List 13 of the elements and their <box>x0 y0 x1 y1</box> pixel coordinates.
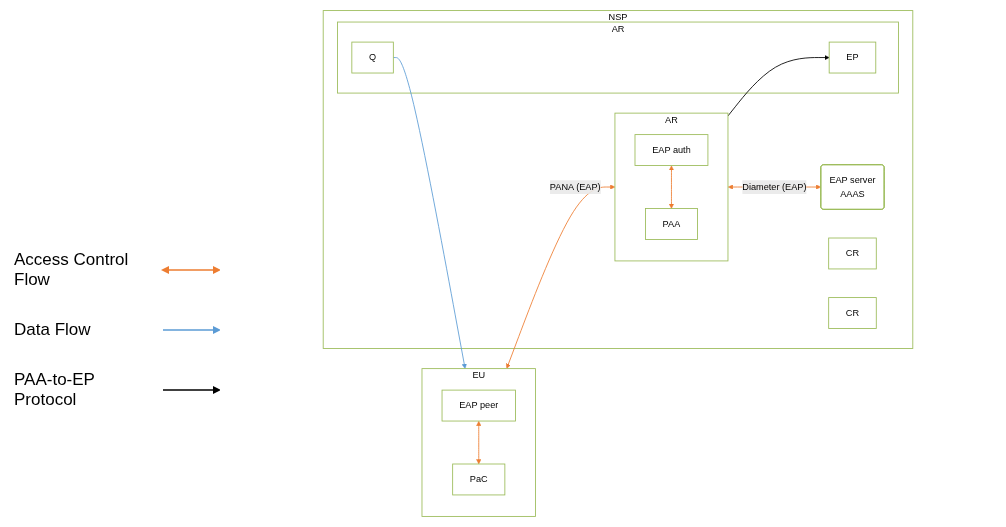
legend-label: Data Flow <box>14 320 92 340</box>
legend-label: Access Control Flow <box>14 250 130 290</box>
node-box: PAA <box>645 208 698 240</box>
edge-label: Diameter (EAP) <box>742 181 807 192</box>
node-box: EAP peer <box>441 389 516 422</box>
legend-label: PAA-to-EP Protocol <box>14 370 96 410</box>
node-box: Q <box>351 41 394 74</box>
node-box: PaC <box>452 463 506 496</box>
node-box: EAP auth <box>634 134 709 166</box>
node-box: EP <box>828 41 877 74</box>
node-box: CR <box>828 237 877 270</box>
edge-label: PANA (EAP) <box>549 181 601 192</box>
node-box: CR <box>828 297 877 329</box>
